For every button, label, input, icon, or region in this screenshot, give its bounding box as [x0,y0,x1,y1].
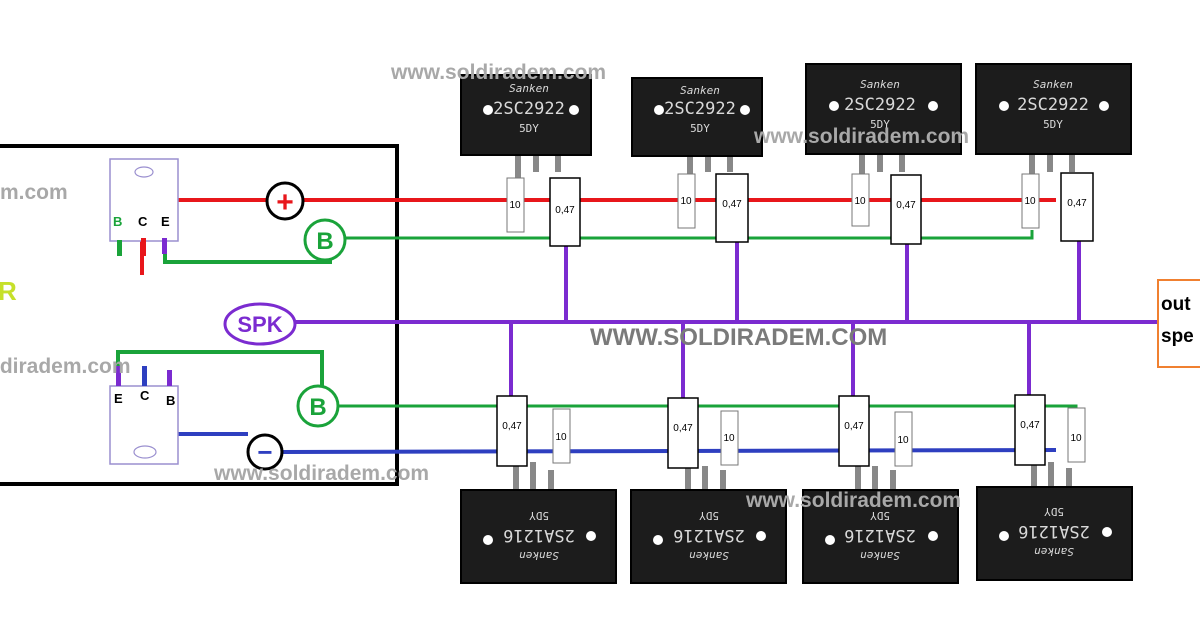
driver-top-pin-c: C [138,214,148,229]
output-box [1157,279,1200,368]
top-base-line [342,230,1034,240]
svg-text:Sanken: Sanken [519,549,559,562]
output-line-1: out [1161,294,1191,315]
svg-text:10: 10 [509,200,521,211]
bottom-base-line [338,404,1078,418]
svg-text:2SA1216: 2SA1216 [1018,521,1090,541]
minus-node [246,433,284,471]
bottom-transistor-1: Sanken 2SA1216 5DY [460,462,617,584]
base-bottom-node [296,384,340,428]
bottom-transistor-2: Sanken 2SA1216 5DY [630,466,787,584]
watermark-top: www.soldiradem.com [390,61,606,84]
top-transistor-2: Sanken 2SC2922 5DY [631,77,763,180]
svg-text:5DY: 5DY [529,509,549,522]
base-bottom-label: B [309,394,326,421]
top-transistor-1: Sanken 2SC2922 5DY [460,74,592,180]
speaker-drops [509,241,1081,399]
watermark-upper-right: www.soldiradem.com [753,125,969,148]
top-resistors: 0,47 10 0,47 10 0,47 10 0,47 10 [506,172,1094,247]
svg-text:2SC2922: 2SC2922 [844,95,916,115]
svg-text:5DY: 5DY [870,118,890,131]
svg-text:0,47: 0,47 [722,199,742,210]
svg-text:2SA1216: 2SA1216 [503,525,575,545]
svg-text:5DY: 5DY [699,509,719,522]
svg-text:2SC2922: 2SC2922 [664,99,736,119]
minus-symbol: − [257,437,272,467]
driver-bottom-emitter-lead [116,350,324,390]
svg-text:0,47: 0,47 [844,421,864,432]
svg-text:Sanken: Sanken [1033,78,1073,91]
svg-text:10: 10 [555,432,567,443]
driver-enclosure [0,144,399,486]
svg-text:0,47: 0,47 [1067,198,1087,209]
speaker-label: SPK [237,312,282,337]
driver-top-pin-b: B [113,214,122,229]
svg-text:0,47: 0,47 [1020,420,1040,431]
base-top-label: B [316,228,333,255]
watermark-left-cut-2: idiradem.com [0,355,131,378]
plus-symbol: + [276,186,294,219]
svg-text:10: 10 [854,196,866,207]
top-transistor-4: Sanken 2SC2922 5DY [975,63,1132,180]
svg-text:10: 10 [680,196,692,207]
svg-text:5DY: 5DY [1044,505,1064,518]
driver-transistor-bottom: E C B [109,366,179,465]
svg-text:Sanken: Sanken [860,78,900,91]
driver-top-pin-e: E [161,214,170,229]
svg-text:2SA1216: 2SA1216 [844,525,916,545]
driver-bottom-pin-b: B [166,393,175,408]
driver-bottom-pin-c: C [140,388,150,403]
svg-text:0,47: 0,47 [896,200,916,211]
bottom-transistor-4: Sanken 2SA1216 5DY [976,462,1133,581]
svg-text:10: 10 [897,435,909,446]
driver-bottom-pin-e: E [114,391,123,406]
svg-text:10: 10 [1070,433,1082,444]
svg-text:2SC2922: 2SC2922 [493,99,565,119]
svg-text:Sanken: Sanken [509,82,549,95]
watermark-center: WWW.SOLDIRADEM.COM [590,324,887,351]
svg-text:Sanken: Sanken [860,549,900,562]
svg-text:Sanken: Sanken [1034,545,1074,558]
svg-text:5DY: 5DY [1043,118,1063,131]
svg-text:0,47: 0,47 [555,205,575,216]
svg-text:Sanken: Sanken [680,84,720,97]
svg-text:Sanken: Sanken [689,549,729,562]
base-top-node [303,218,347,262]
top-transistor-3: Sanken 2SC2922 5DY [805,63,962,180]
speaker-node [223,302,297,346]
svg-text:2SA1216: 2SA1216 [673,525,745,545]
svg-text:10: 10 [1024,196,1036,207]
plus-node [265,181,305,221]
svg-text:0,47: 0,47 [502,421,522,432]
watermark-lower-right: www.soldiradem.com [745,489,961,512]
svg-text:10: 10 [723,433,735,444]
driver-transistor-top: B C E [109,158,179,256]
watermark-left-cut-1: m.com [0,181,68,204]
left-cut-letter: R [0,276,17,306]
svg-text:0,47: 0,47 [673,423,693,434]
svg-text:2SC2922: 2SC2922 [1017,95,1089,115]
bottom-transistor-3: Sanken 2SA1216 5DY [802,466,959,584]
output-line-2: spe [1161,326,1194,347]
svg-text:5DY: 5DY [690,122,710,135]
bottom-resistors: 0,47 10 0,47 10 0,47 10 0,47 10 [496,394,1086,469]
svg-text:5DY: 5DY [519,122,539,135]
svg-text:5DY: 5DY [870,509,890,522]
watermark-lower-left: www.soldiradem.com [213,462,429,485]
